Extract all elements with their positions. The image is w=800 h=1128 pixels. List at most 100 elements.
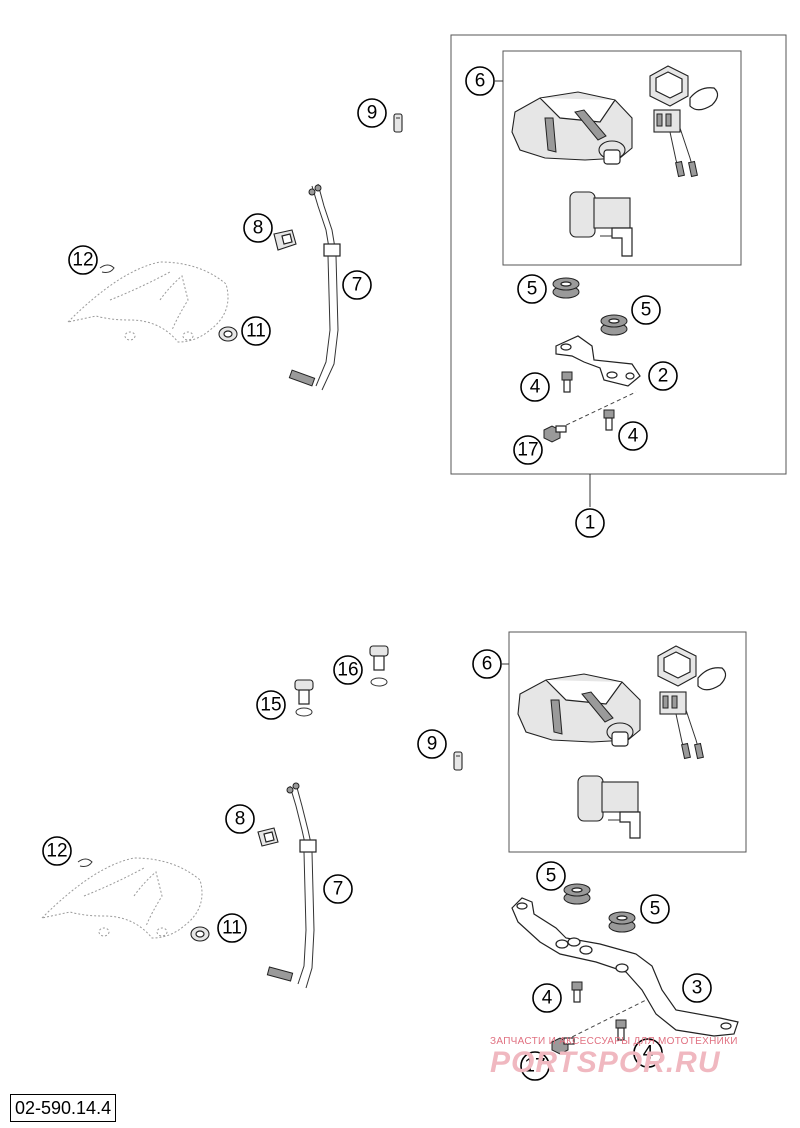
kit-box-top xyxy=(450,34,787,475)
speedo-cable-part xyxy=(266,782,317,989)
callout-2: 2 xyxy=(648,361,678,391)
frame-outline xyxy=(40,857,203,939)
switch-housing-part xyxy=(517,673,641,747)
svg-text:8: 8 xyxy=(235,809,246,830)
bolt-17-part xyxy=(551,1037,575,1055)
svg-text:4: 4 xyxy=(530,377,541,398)
svg-text:9: 9 xyxy=(367,103,378,124)
callout-7: 7 xyxy=(323,874,353,904)
svg-text:6: 6 xyxy=(482,654,493,675)
svg-text:9: 9 xyxy=(427,734,438,755)
callout-8: 8 xyxy=(225,804,255,834)
callout-17: 17 xyxy=(520,1051,550,1081)
callout-9: 9 xyxy=(357,98,387,128)
screw-part xyxy=(561,371,573,393)
callout-9: 9 xyxy=(417,729,447,759)
svg-text:11: 11 xyxy=(246,321,266,342)
svg-text:4: 4 xyxy=(628,426,639,447)
bolt-15-part xyxy=(294,679,314,717)
callout-4: 4 xyxy=(633,1038,663,1068)
svg-text:4: 4 xyxy=(643,1043,654,1064)
connector-leads-part xyxy=(653,109,698,178)
sensor-part xyxy=(577,775,641,839)
nut-11-part xyxy=(190,926,210,942)
callout-4: 4 xyxy=(520,372,550,402)
rubber-washer-part xyxy=(563,883,591,905)
svg-text:15: 15 xyxy=(260,695,281,716)
callout-11: 11 xyxy=(217,913,247,943)
callout-12: 12 xyxy=(42,836,72,866)
svg-text:11: 11 xyxy=(222,918,242,939)
svg-text:2: 2 xyxy=(658,366,669,387)
connector-leads-part xyxy=(659,691,704,760)
display-unit-part xyxy=(649,65,719,111)
svg-text:12: 12 xyxy=(72,250,93,271)
circlip-12-part xyxy=(77,858,93,867)
svg-text:7: 7 xyxy=(333,879,344,900)
frame-outline xyxy=(66,261,229,343)
bolt-17-part xyxy=(543,425,567,443)
screw-part xyxy=(615,1019,627,1041)
speedo-cable-part xyxy=(288,183,341,391)
callout-11: 11 xyxy=(241,316,271,346)
callout-17: 17 xyxy=(513,435,543,465)
long-bracket-part xyxy=(511,897,739,1037)
svg-text:1: 1 xyxy=(585,513,596,534)
display-unit-part xyxy=(657,645,727,691)
callout-6: 6 xyxy=(472,649,502,679)
watermark: ЗАПЧАСТИ И АКСЕССУАРЫ ДЛЯ МОТОТЕХНИКИ PO… xyxy=(490,1036,790,1080)
top-assembly xyxy=(66,34,787,507)
callout-3: 3 xyxy=(682,973,712,1003)
svg-text:12: 12 xyxy=(46,841,67,862)
watermark-brand: PORTSPOR.RU xyxy=(490,1046,721,1079)
callouts-top: 9 8 12 7 11 6 5 5 4 2 17 4 1 xyxy=(68,66,678,538)
svg-text:17: 17 xyxy=(524,1056,545,1077)
svg-text:5: 5 xyxy=(527,279,538,300)
bottom-assembly xyxy=(40,631,747,1055)
pin-9-part xyxy=(393,113,403,133)
callout-1: 1 xyxy=(575,508,605,538)
svg-text:16: 16 xyxy=(337,660,358,681)
svg-text:5: 5 xyxy=(641,300,652,321)
circlip-12-part xyxy=(99,264,115,273)
svg-text:7: 7 xyxy=(352,275,363,296)
rubber-washer-part xyxy=(552,277,580,299)
watermark-tagline: ЗАПЧАСТИ И АКСЕССУАРЫ ДЛЯ МОТОТЕХНИКИ xyxy=(490,1036,738,1047)
callout-5: 5 xyxy=(536,861,566,891)
mounting-bracket-part xyxy=(555,335,641,387)
callouts-bottom: 16 15 9 6 8 12 7 11 5 5 3 4 4 17 xyxy=(42,649,712,1081)
callout-6: 6 xyxy=(465,66,495,96)
nut-11-part xyxy=(218,326,238,342)
callout-7: 7 xyxy=(342,270,372,300)
clip-8-part xyxy=(273,229,297,251)
bolt-16-part xyxy=(369,645,389,687)
callout-5: 5 xyxy=(640,894,670,924)
callout-5: 5 xyxy=(631,295,661,325)
sensor-part xyxy=(569,191,633,257)
screw-part xyxy=(603,409,615,431)
switch-housing-part xyxy=(511,91,633,165)
svg-text:4: 4 xyxy=(542,988,553,1009)
callout-8: 8 xyxy=(243,213,273,243)
subkit-box-bottom xyxy=(508,631,747,853)
rubber-washer-part xyxy=(608,911,636,933)
svg-text:3: 3 xyxy=(692,978,703,999)
svg-text:5: 5 xyxy=(650,899,661,920)
callout-12: 12 xyxy=(68,245,98,275)
svg-text:8: 8 xyxy=(253,218,264,239)
callout-4: 4 xyxy=(618,421,648,451)
rubber-washer-part xyxy=(600,314,628,336)
callout-16: 16 xyxy=(333,655,363,685)
screw-part xyxy=(571,981,583,1003)
subkit-box-top xyxy=(502,50,742,266)
callout-15: 15 xyxy=(256,690,286,720)
pin-9-part xyxy=(453,751,463,771)
document-number: 02-590.14.4 xyxy=(10,1094,117,1122)
svg-text:5: 5 xyxy=(546,866,557,887)
callout-4: 4 xyxy=(532,983,562,1013)
svg-text:17: 17 xyxy=(517,440,538,461)
svg-text:6: 6 xyxy=(475,71,486,92)
callout-5: 5 xyxy=(517,274,547,304)
clip-8-part xyxy=(257,827,279,847)
